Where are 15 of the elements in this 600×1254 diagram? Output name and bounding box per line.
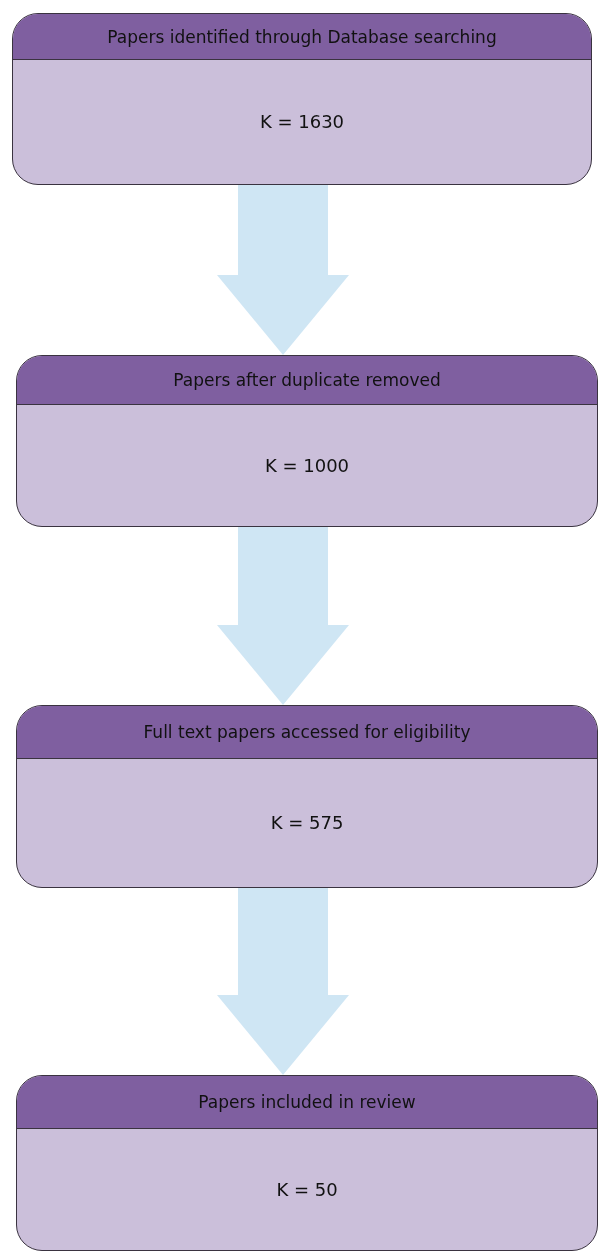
process-box [16, 355, 598, 527]
process-box [16, 1075, 598, 1251]
count-text: K = 1000 [264, 454, 350, 476]
process-box [12, 13, 592, 185]
count-text: K = 575 [270, 812, 344, 833]
block-arrow [217, 527, 349, 705]
box-heading: Papers after duplicate removed [173, 370, 441, 390]
box-heading: Papers identified through Database searching [107, 26, 497, 47]
box-heading: Papers included in review [198, 1092, 416, 1112]
count-text: K = 50 [276, 1178, 338, 1200]
process-box [16, 705, 598, 888]
block-arrow [217, 888, 349, 1075]
box-heading: Full text papers accessed for eligibility [143, 722, 471, 742]
count-text: K = 1630 [259, 111, 345, 132]
block-arrow [217, 185, 349, 355]
